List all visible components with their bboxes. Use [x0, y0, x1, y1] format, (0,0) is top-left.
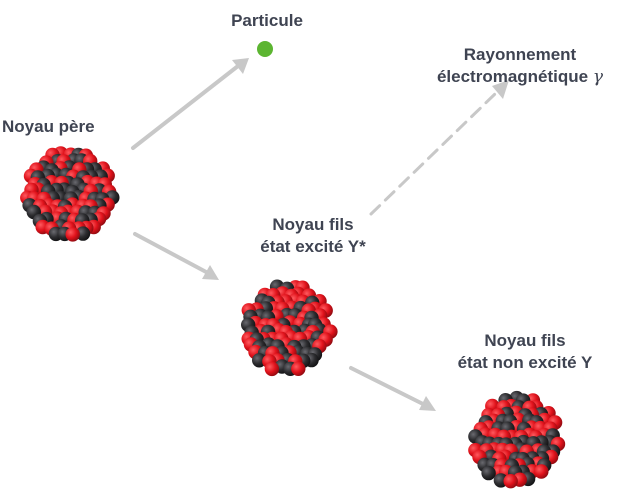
particule-text: Particule	[231, 11, 303, 30]
dashed-arrow-to-rayonnement	[369, 80, 509, 216]
particule-label: Particule	[212, 10, 322, 32]
noyau-fils-excite-nucleus-icon	[241, 279, 338, 377]
arrow-to-noyau-fils-non-excite	[349, 366, 436, 411]
noyau-fils-excite-label: Noyau fils état excité Y*	[228, 214, 398, 258]
rayonnement-line-2-text: électromagnétique	[436, 67, 589, 86]
noyau-fils-non-excite-line-1: Noyau fils	[484, 331, 566, 350]
rayonnement-label: Rayonnement électromagnétique γ	[420, 44, 620, 88]
noyau-pere-text: Noyau père	[2, 117, 95, 136]
proton-ball	[65, 227, 80, 242]
rayonnement-line-2: électromagnétique γ	[420, 66, 620, 88]
particle-icon	[257, 41, 273, 57]
noyau-fils-non-excite-nucleus-icon	[468, 390, 566, 489]
noyau-fils-non-excite-line-2: état non excité Y	[457, 353, 593, 372]
arrow-to-particule	[131, 58, 249, 150]
gamma-symbol: γ	[592, 67, 604, 87]
neutron-ball	[75, 226, 91, 241]
noyau-fils-excite-line-1: Noyau fils	[272, 215, 354, 234]
proton-ball	[503, 474, 518, 489]
noyau-fils-non-excite-label: Noyau fils état non excité Y	[420, 330, 630, 374]
proton-ball	[534, 464, 549, 479]
proton-ball	[291, 361, 306, 376]
proton-ball	[264, 361, 280, 377]
noyau-pere-label: Noyau père	[2, 116, 95, 138]
arrow-to-noyau-fils-excite	[133, 232, 219, 280]
noyau-pere-nucleus-icon	[20, 146, 120, 242]
noyau-fils-excite-line-2: état excité Y*	[260, 237, 366, 256]
neutron-ball	[481, 465, 496, 481]
rayonnement-line-1: Rayonnement	[463, 45, 577, 64]
